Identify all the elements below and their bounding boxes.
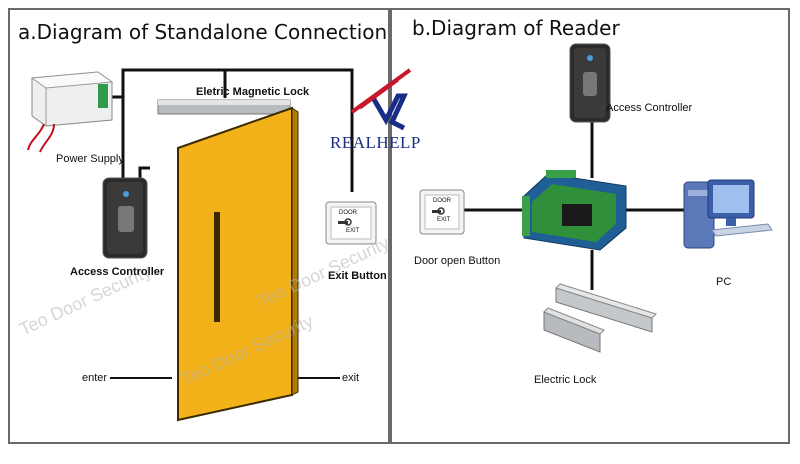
access-controller-label-b: Access Controller [606,102,693,114]
power-supply-device [27,71,114,153]
pc-label: PC [716,276,732,288]
exit-button-label: Exit Button [328,270,387,282]
door-open-button-device [419,189,465,235]
door-open-button-label: Door open Button [414,255,501,267]
electric-lock-device [543,283,657,353]
panel-b-title: b.Diagram of Reader [412,16,620,40]
access-controller-label-a: Access Controller [70,266,165,278]
controller-board [522,170,627,251]
exit-label: exit [342,372,360,384]
magnetic-lock-device [157,99,291,115]
panel-a-title: a.Diagram of Standalone Connection [18,20,388,44]
door-button-face-top-b: DOOR [433,198,451,204]
power-supply-label: Power Supply [56,153,124,165]
door-handle [214,212,220,322]
access-controller-device-a [102,177,148,259]
door-drawing [177,106,299,422]
realhelp-logo-mark [350,68,412,131]
access-controller-device-b [569,43,611,123]
wire-controller-top [138,166,150,180]
door-button-face-bottom-b: EXIT [437,217,451,223]
magnetic-lock-label: Eletric Magnetic Lock [196,86,310,98]
realhelp-logo-text: REALHELP [330,133,421,152]
panel-b-wires [462,122,684,290]
exit-button-device-a [325,201,377,245]
electric-lock-label: Electric Lock [534,374,597,386]
exit-button-face-bottom-a: EXIT [346,228,360,234]
exit-button-face-top-a: DOOR [339,210,357,216]
enter-label: enter [82,372,108,384]
pc-device [683,179,773,249]
